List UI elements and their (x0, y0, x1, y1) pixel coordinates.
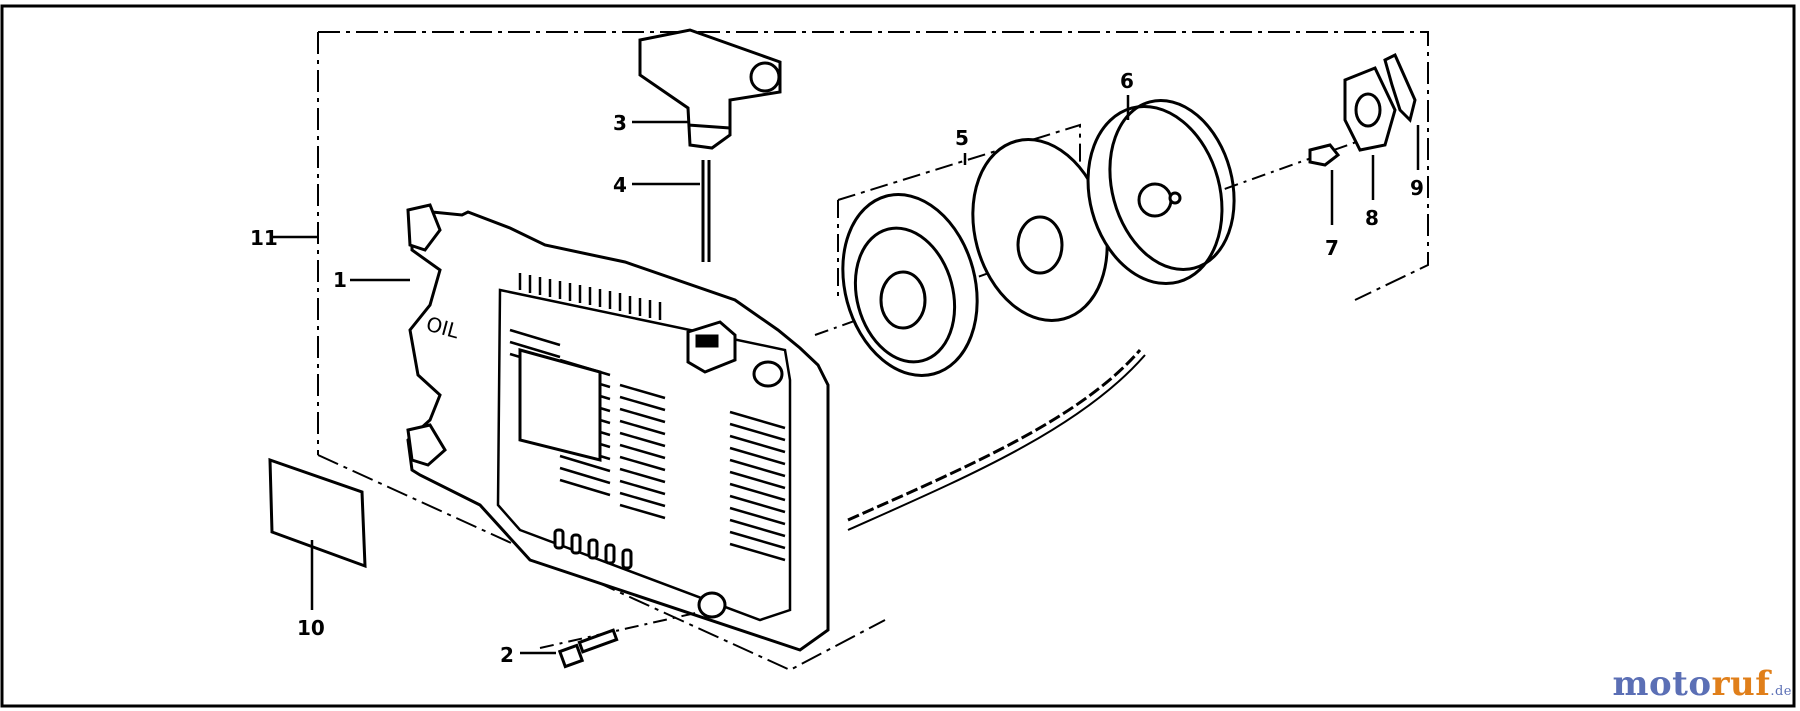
callout-4: 4 (613, 173, 627, 197)
bottom-vent-slots (553, 528, 633, 570)
callout-11: 11 (250, 226, 278, 250)
starter-cover (406, 203, 830, 652)
callout-1: 1 (333, 268, 347, 292)
motoruf-watermark: motoruf.de (1612, 664, 1792, 704)
callout-9: 9 (1410, 176, 1424, 200)
pawl-plate (1343, 66, 1397, 152)
rope-pulley (1086, 98, 1236, 286)
callout-10: 10 (297, 616, 325, 640)
cover-screw (557, 628, 619, 669)
callout-5: 5 (955, 126, 969, 150)
assembly-axis-lines (539, 129, 1391, 649)
spring-cassette (841, 138, 1109, 377)
callout-7: 7 (1325, 236, 1339, 260)
assembly-group-outline (317, 31, 1429, 672)
top-vent-slots (518, 273, 662, 320)
label-plate (268, 457, 367, 569)
callout-8: 8 (1365, 206, 1379, 230)
callout-2: 2 (500, 643, 514, 667)
callout-6: 6 (1120, 69, 1134, 93)
recoil-rope (847, 349, 1142, 522)
starter-handle (638, 28, 782, 150)
ratchet-clip (1308, 143, 1341, 167)
leader-lines (270, 95, 1420, 655)
starter-rope (701, 160, 711, 262)
callout-3: 3 (613, 111, 627, 135)
spring-clip (1383, 52, 1417, 123)
